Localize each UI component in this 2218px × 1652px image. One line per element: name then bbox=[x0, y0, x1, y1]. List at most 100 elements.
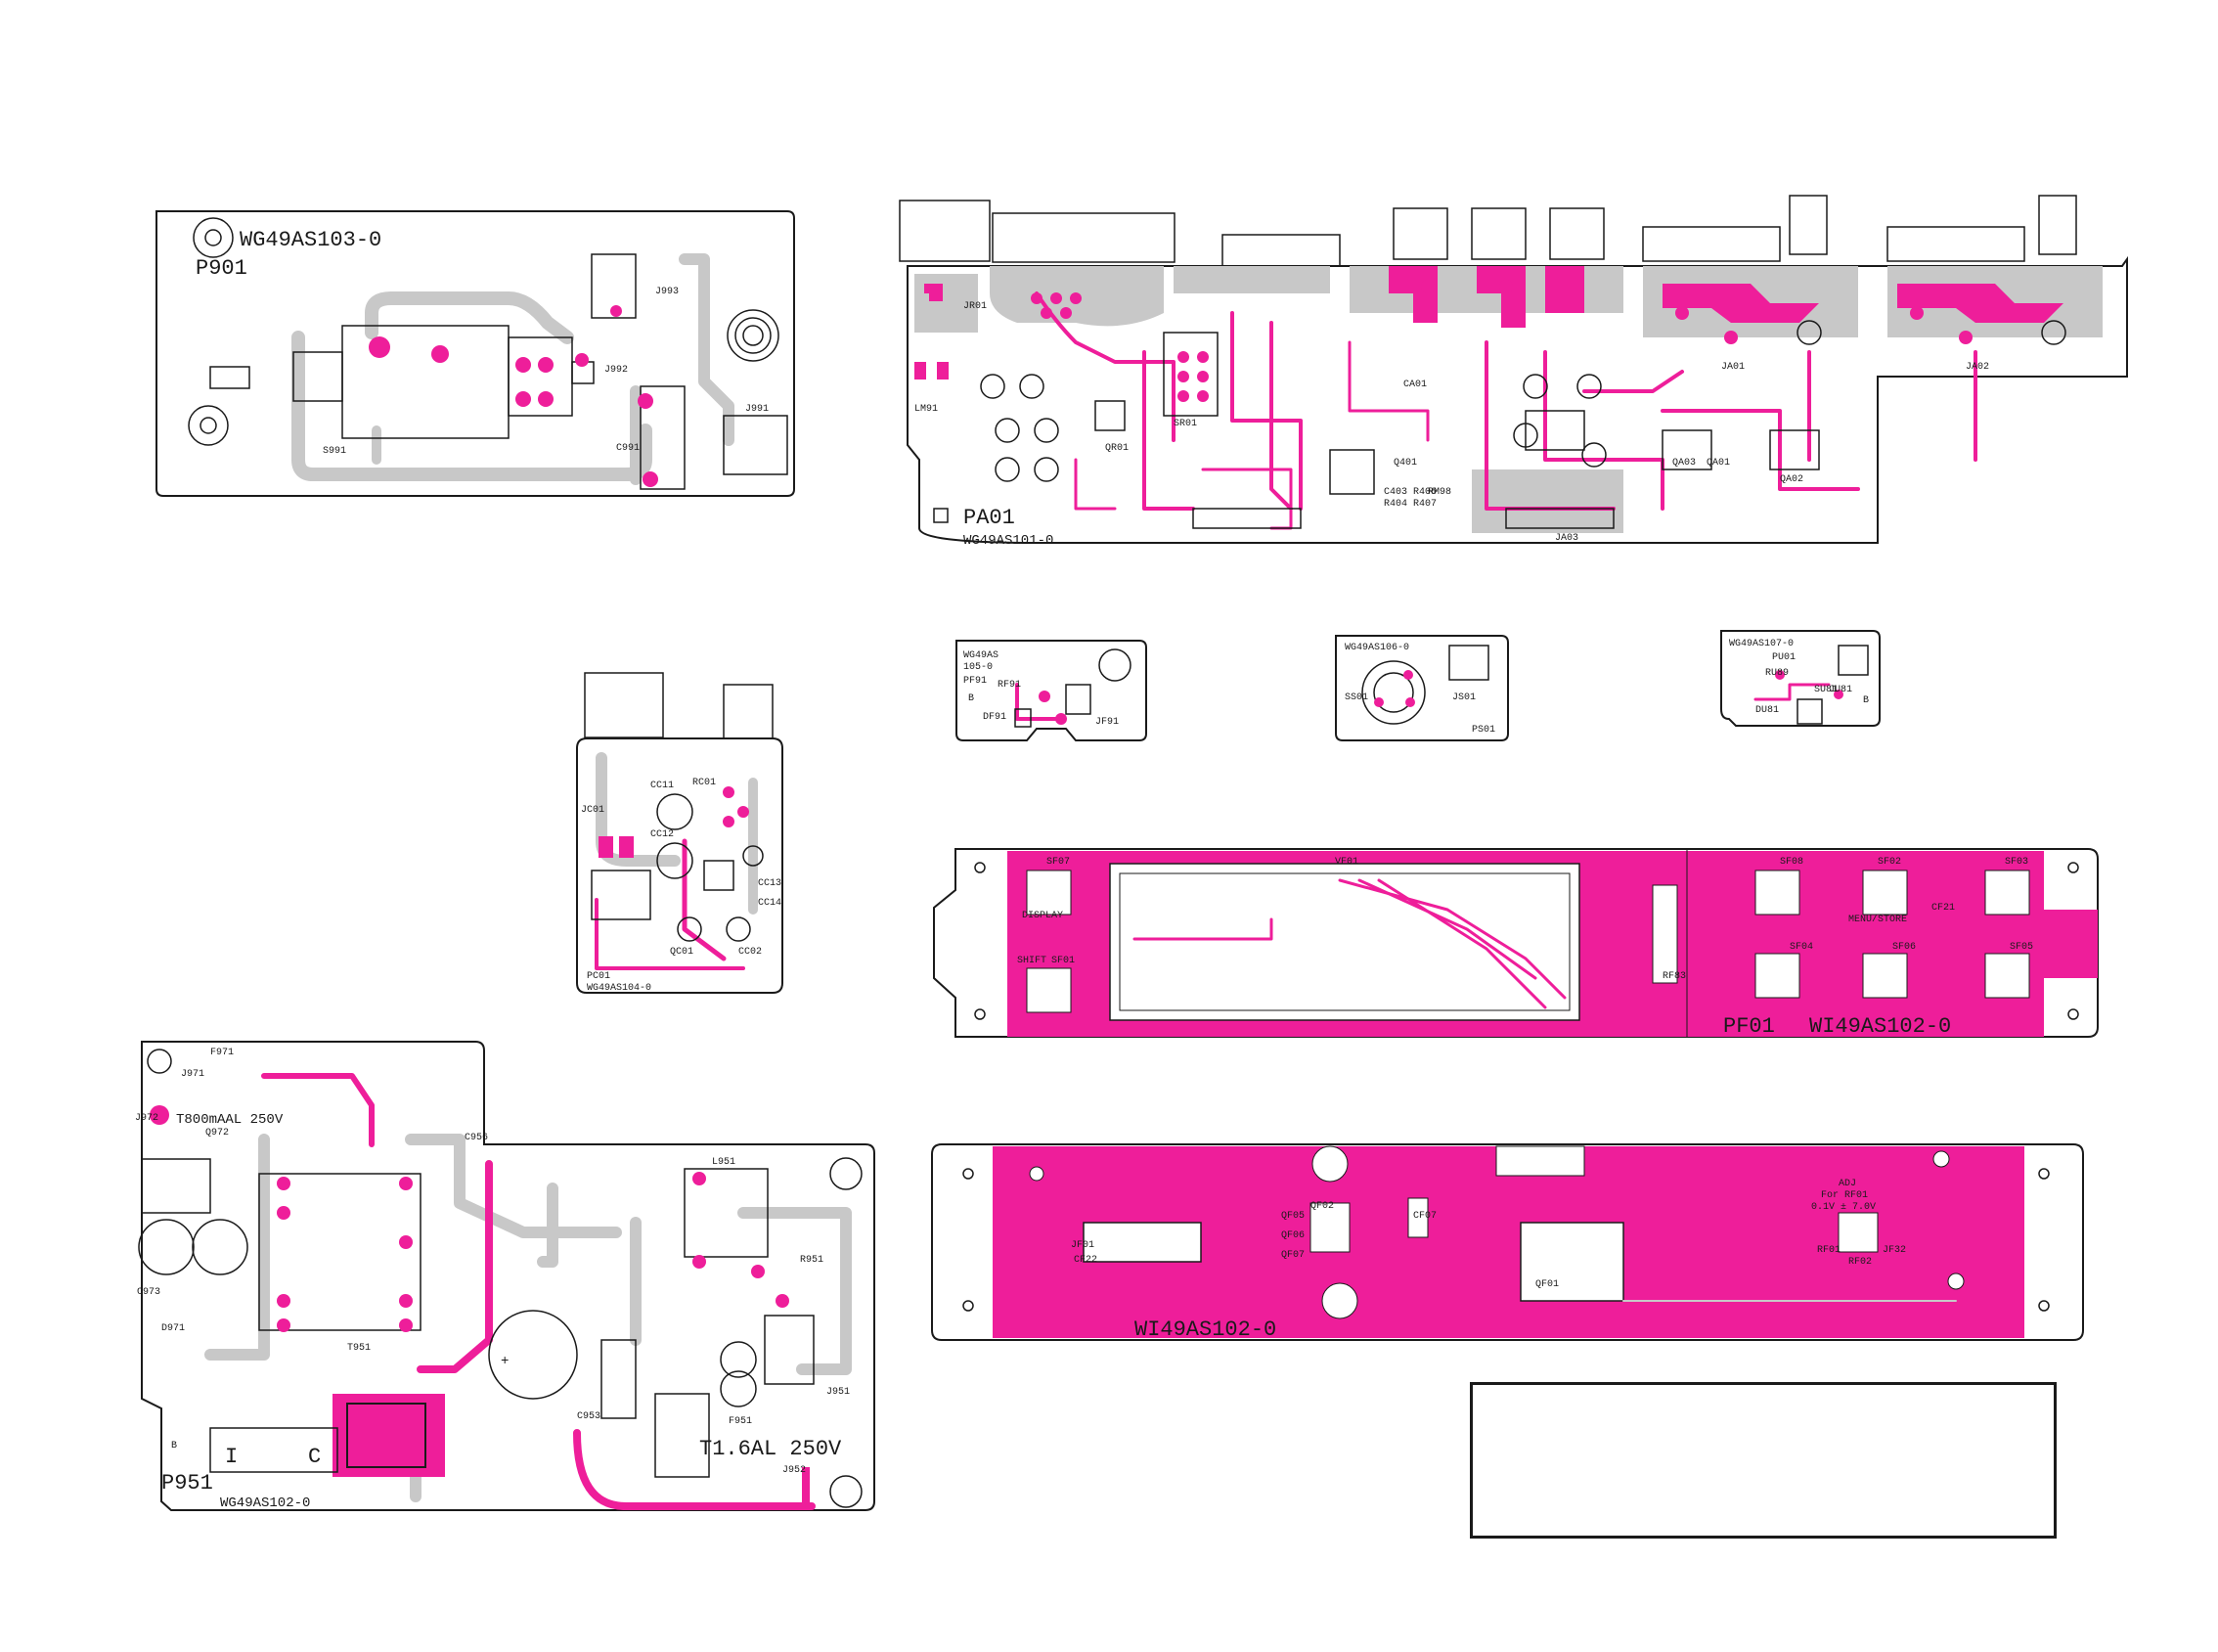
board-p951: T800mAAL 250V T1.6AL 250V P951 WG49AS102… bbox=[135, 1041, 875, 1511]
ref-sf08: SF08 bbox=[1780, 857, 1803, 868]
p951-mark-plus: + bbox=[501, 1354, 509, 1369]
ref-rf01: RF01 bbox=[1817, 1245, 1841, 1256]
pf01-part-number: WI49AS102-0 bbox=[1809, 1014, 1951, 1039]
notes-box bbox=[1470, 1382, 2057, 1539]
pc01-part-number: WG49AS104-0 bbox=[587, 983, 651, 994]
pu01-part-number: WG49AS107-0 bbox=[1729, 639, 1794, 649]
ref-sr01: SR01 bbox=[1174, 419, 1197, 429]
ps01-board-name: PS01 bbox=[1472, 725, 1495, 736]
ref-rc01: RC01 bbox=[692, 778, 716, 788]
ref-cc12: CC12 bbox=[650, 829, 674, 840]
pf01-display-label: DISPLAY bbox=[1022, 911, 1063, 921]
ref-c991: C991 bbox=[616, 443, 640, 454]
ref-rf91: RF91 bbox=[998, 680, 1021, 691]
pf01-board-name: PF01 bbox=[1723, 1014, 1775, 1039]
ref-ja02: JA02 bbox=[1966, 362, 1989, 373]
ref-sf03: SF03 bbox=[2005, 857, 2028, 868]
ref-sf02: SF02 bbox=[1878, 857, 1901, 868]
ref-jr01: JR01 bbox=[963, 301, 987, 312]
adj-label: ADJ bbox=[1839, 1179, 1856, 1189]
ref-cc13: CC13 bbox=[758, 878, 781, 889]
board-pu01: WG49AS107-0 PU01 RU89 JU81 SU81 DU81 B bbox=[1720, 630, 1881, 727]
ref-j993: J993 bbox=[655, 287, 679, 297]
ref-sf06: SF06 bbox=[1892, 942, 1916, 953]
ref-ss01: SS01 bbox=[1345, 692, 1368, 703]
fuse-f971-rating: T800mAAL 250V bbox=[176, 1112, 284, 1128]
ref-j992: J992 bbox=[604, 365, 628, 376]
ref-qr01: QR01 bbox=[1105, 443, 1129, 454]
p951-mark-b: B bbox=[171, 1441, 177, 1451]
ref-du81: DU81 bbox=[1755, 705, 1779, 716]
ref-cc11: CC11 bbox=[650, 781, 674, 791]
pf01-shift-label: SHIFT bbox=[1017, 956, 1046, 966]
adj-for-label: For RF01 bbox=[1821, 1190, 1868, 1201]
ref-jf01: JF01 bbox=[1071, 1240, 1094, 1251]
ref-js01: JS01 bbox=[1452, 692, 1476, 703]
ref-cc02: CC02 bbox=[738, 947, 762, 958]
board-ps01: WG49AS106-0 PS01 SS01 JS01 bbox=[1335, 635, 1509, 741]
ref-j972: J972 bbox=[135, 1113, 158, 1124]
ref-ja01: JA01 bbox=[1721, 362, 1745, 373]
ref-ju81: JU81 bbox=[1829, 685, 1852, 695]
ref-s991: S991 bbox=[323, 446, 346, 457]
ref-j952: J952 bbox=[782, 1465, 806, 1476]
ref-f951: F951 bbox=[729, 1416, 752, 1427]
pf91-mark-b: B bbox=[968, 693, 974, 704]
pf91-board-name: PF91 bbox=[963, 676, 987, 687]
ref-r951: R951 bbox=[800, 1255, 823, 1266]
ref-q401: Q401 bbox=[1394, 458, 1417, 469]
board-pf01-front: DISPLAY SHIFT MENU/STORE PF01 WI49AS102-… bbox=[933, 848, 2099, 1039]
ref-qf01: QF01 bbox=[1535, 1279, 1559, 1290]
ref-vf01: VF01 bbox=[1335, 857, 1358, 868]
ref-d971: D971 bbox=[161, 1323, 185, 1334]
ref-cf22: CF22 bbox=[1074, 1255, 1097, 1266]
pf91-part-line1: WG49AS bbox=[963, 650, 998, 661]
ref-qa03: QA03 bbox=[1672, 458, 1696, 469]
pf91-part-line2: 105-0 bbox=[963, 662, 993, 673]
p951-mark-c: C bbox=[308, 1445, 321, 1469]
ref-qf05: QF05 bbox=[1281, 1211, 1305, 1222]
pf01-menu-store-label: MENU/STORE bbox=[1848, 914, 1907, 925]
pa01-part-number: WG49AS101-0 bbox=[963, 533, 1053, 549]
ref-c953: C953 bbox=[577, 1411, 600, 1422]
ref-qc01: QC01 bbox=[670, 947, 693, 958]
ps01-part-number: WG49AS106-0 bbox=[1345, 643, 1409, 653]
ref-qf02: QF02 bbox=[1310, 1201, 1334, 1212]
ref-sf04: SF04 bbox=[1790, 942, 1813, 953]
ref-cf07: CF07 bbox=[1413, 1211, 1437, 1222]
ref-j951: J951 bbox=[826, 1387, 850, 1398]
ref-lm91: LM91 bbox=[914, 404, 938, 415]
ref-r407: R407 bbox=[1413, 499, 1437, 510]
ref-sf01: SF01 bbox=[1051, 956, 1075, 966]
ref-f971: F971 bbox=[210, 1048, 234, 1058]
ref-qf06: QF06 bbox=[1281, 1230, 1305, 1241]
board-pc01: PC01 WG49AS104-0 JC01 RC01 CC11 CC12 CC1… bbox=[576, 672, 783, 994]
ref-c403: C403 bbox=[1384, 487, 1407, 498]
ref-q972: Q972 bbox=[205, 1128, 229, 1139]
ref-qf07: QF07 bbox=[1281, 1250, 1305, 1261]
ref-sf05: SF05 bbox=[2010, 942, 2033, 953]
ref-df91: DF91 bbox=[983, 712, 1006, 723]
board-pf01-rear: WI49AS102-0 ADJ For RF01 0.1V ± 7.0V QF0… bbox=[931, 1143, 2084, 1342]
ref-j991: J991 bbox=[745, 404, 769, 415]
pu01-board-name: PU01 bbox=[1772, 652, 1796, 663]
board-p901: WG49AS103-0 P901 J993 J992 J991 S991 C99… bbox=[155, 210, 795, 497]
p901-part-number: WG49AS103-0 bbox=[240, 228, 381, 252]
fuse-f951-rating: T1.6AL 250V bbox=[699, 1437, 842, 1461]
ref-qa02: QA02 bbox=[1780, 474, 1803, 485]
ref-jc01: JC01 bbox=[581, 805, 604, 816]
ref-rm98: RM98 bbox=[1428, 487, 1451, 498]
ref-cf21: CF21 bbox=[1931, 903, 1955, 914]
ref-rf02: RF02 bbox=[1848, 1257, 1872, 1268]
ref-sf07: SF07 bbox=[1046, 857, 1070, 868]
pc01-board-name: PC01 bbox=[587, 971, 610, 982]
ref-qa01: QA01 bbox=[1707, 458, 1730, 469]
board-pf91: WG49AS 105-0 PF91 RF91 JF91 DF91 B bbox=[955, 640, 1147, 741]
pu01-mark-b: B bbox=[1863, 695, 1869, 706]
ref-su81: SU81 bbox=[1814, 685, 1838, 695]
ref-cc14: CC14 bbox=[758, 898, 781, 909]
ref-t951: T951 bbox=[347, 1343, 371, 1354]
ref-ru89: RU89 bbox=[1765, 668, 1789, 679]
p901-board-name: P901 bbox=[196, 256, 247, 281]
